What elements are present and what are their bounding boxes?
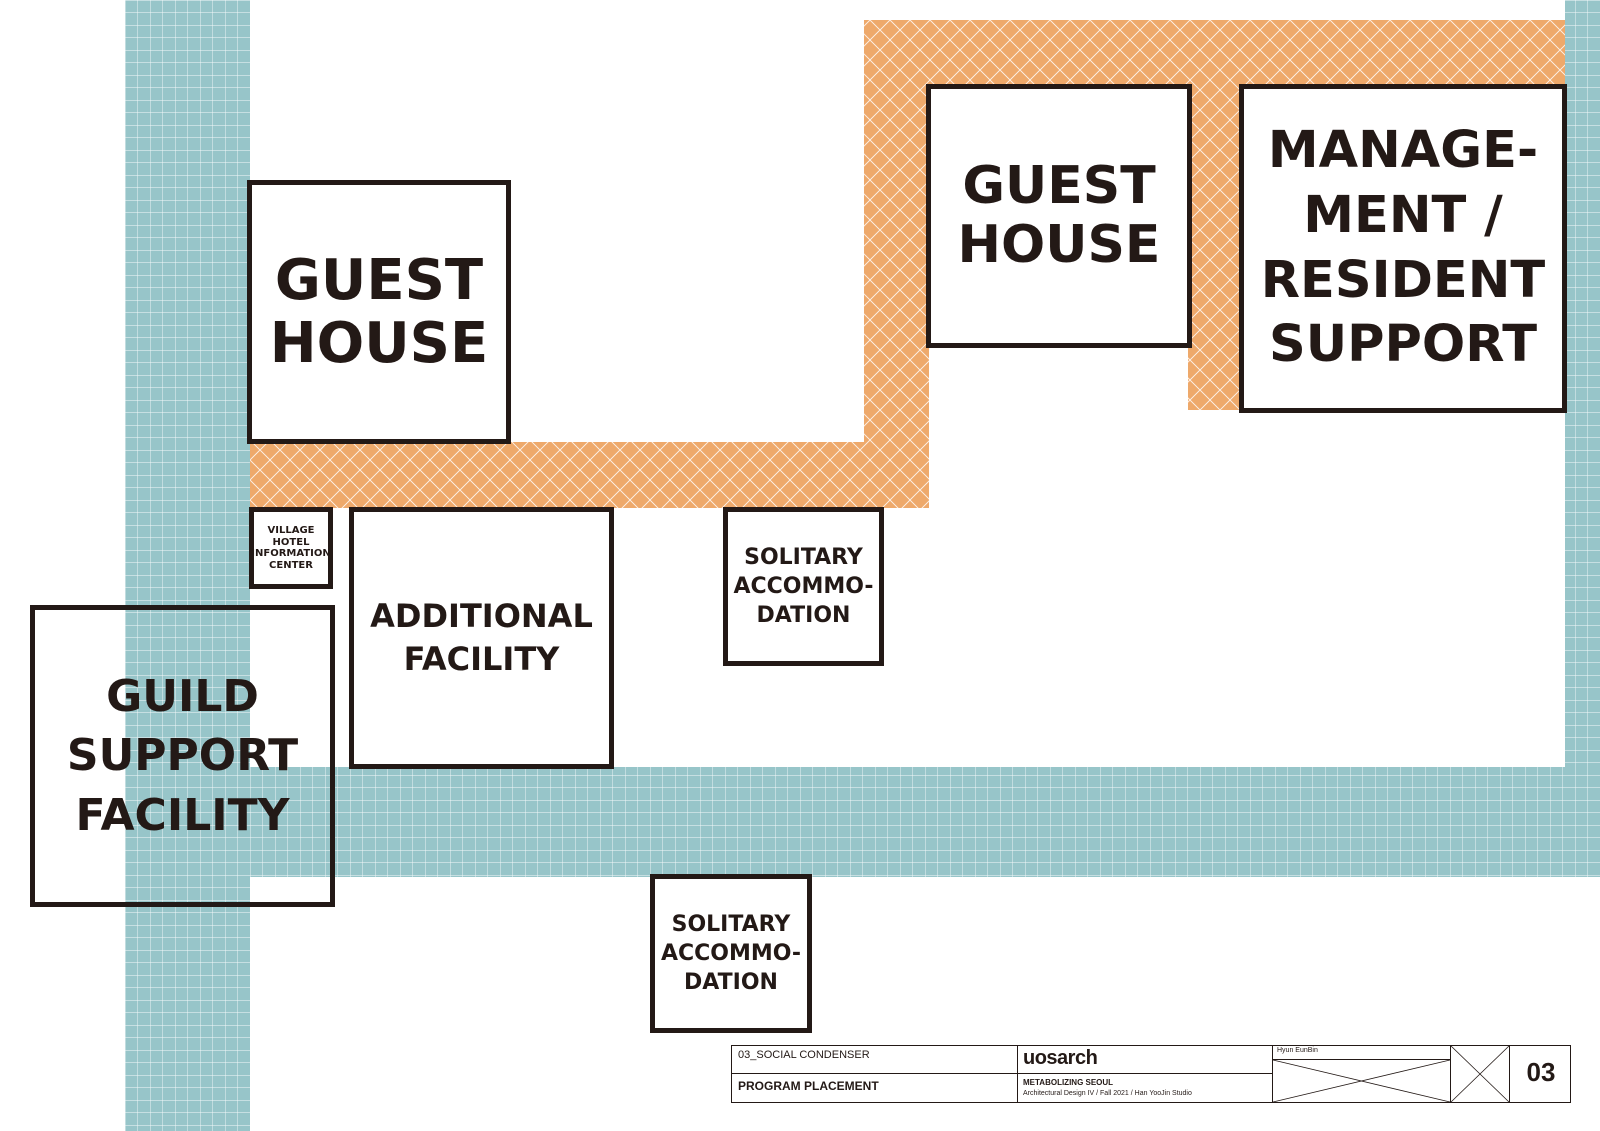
section-label: 03_SOCIAL CONDENSER: [738, 1049, 870, 1061]
page-number: 03: [1526, 1057, 1556, 1087]
title-block-divider: [732, 1073, 1272, 1074]
sheet-title: PROGRAM PLACEMENT: [738, 1079, 879, 1093]
blue-path-right: [1565, 0, 1600, 767]
title-block-divider: [1017, 1046, 1018, 1102]
village-hotel-information-center: VILLAGE HOTEL INFORMATION CENTER: [249, 507, 333, 589]
guest-house-left: GUEST HOUSE: [247, 180, 511, 444]
title-block: 03_SOCIAL CONDENSER PROGRAM PLACEMENT uo…: [731, 1045, 1571, 1103]
project-name: METABOLIZING SEOUL: [1023, 1078, 1114, 1087]
additional-facility: ADDITIONAL FACILITY: [349, 507, 614, 769]
orange-path-connector: [1188, 85, 1241, 410]
title-block-divider: [1509, 1046, 1510, 1102]
blue-path-horizontal: [250, 767, 1600, 877]
guest-house-right: GUEST HOUSE: [926, 84, 1192, 348]
title-block-divider: [1272, 1059, 1450, 1060]
orange-path: [250, 20, 1565, 508]
title-block-divider: [1450, 1046, 1451, 1102]
solitary-accommodation-upper: SOLITARY ACCOMMO- DATION: [723, 507, 884, 666]
title-block-divider: [1272, 1046, 1273, 1102]
solitary-accommodation-lower: SOLITARY ACCOMMO- DATION: [650, 874, 812, 1033]
management-resident-support: MANAGE- MENT / RESIDENT SUPPORT: [1239, 84, 1567, 413]
author-name: Hyun EunBin: [1277, 1047, 1318, 1054]
course-info: Architectural Design IV / Fall 2021 / Ha…: [1023, 1090, 1192, 1097]
guild-support-facility: GUILD SUPPORT FACILITY: [30, 605, 335, 907]
uosarch-logo: uosarch: [1023, 1047, 1098, 1069]
blue-path-vertical: [125, 0, 250, 1131]
